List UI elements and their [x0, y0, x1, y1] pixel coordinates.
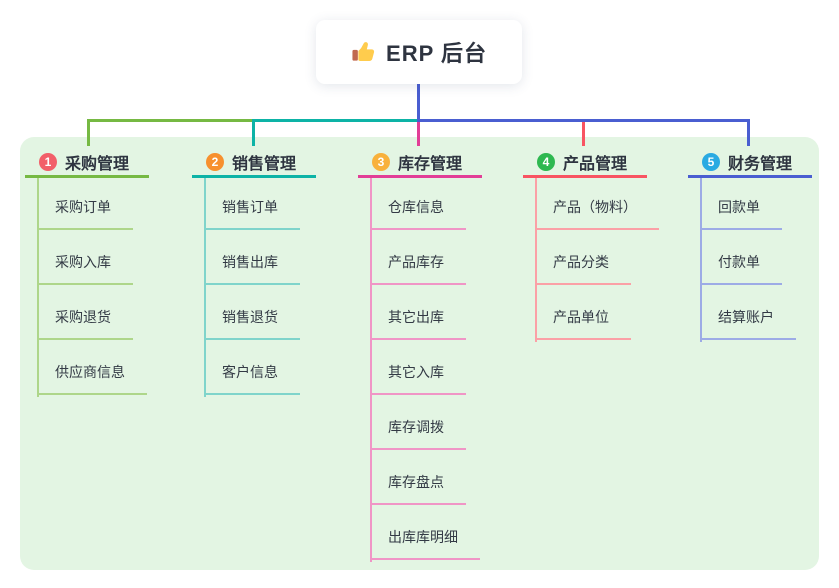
branch-node-2[interactable]: 2 销售管理: [206, 150, 296, 174]
branch-3-stub-line: [417, 122, 420, 146]
child-node[interactable]: 销售退货: [204, 306, 300, 340]
child-node[interactable]: 其它入库: [370, 361, 466, 395]
branch-3-number-badge: 3: [372, 153, 390, 171]
branch-4-rail-line: [535, 178, 537, 342]
child-node[interactable]: 产品（物料）: [535, 196, 659, 230]
child-node[interactable]: 产品分类: [535, 251, 631, 285]
root-node[interactable]: ERP 后台: [316, 20, 522, 84]
branch-5-stub-line: [747, 122, 750, 146]
branch-5-label: 财务管理: [728, 156, 793, 173]
branch-node-4[interactable]: 4 产品管理: [537, 150, 627, 174]
branch-5-underline: [688, 175, 812, 178]
branch-5-number-badge: 5: [702, 153, 720, 171]
branch-node-3[interactable]: 3 库存管理: [372, 150, 462, 174]
branch-1-underline: [25, 175, 149, 178]
branch-4-number-badge: 4: [537, 153, 555, 171]
branch-1-label: 采购管理: [65, 156, 130, 173]
branch-2-label: 销售管理: [232, 156, 297, 173]
branch-2-connector-line: [252, 119, 420, 122]
child-node[interactable]: 采购退货: [37, 306, 133, 340]
branch-3-rail-line: [370, 178, 372, 562]
branch-4-underline: [523, 175, 647, 178]
branch-4-stub-line: [582, 122, 585, 146]
branch-2-underline: [192, 175, 316, 178]
branch-node-5[interactable]: 5 财务管理: [702, 150, 792, 174]
child-node[interactable]: 回款单: [700, 196, 782, 230]
branch-3-underline: [358, 175, 482, 178]
child-node[interactable]: 结算账户: [700, 306, 796, 340]
branch-3-label: 库存管理: [398, 156, 463, 173]
branch-node-1[interactable]: 1 采购管理: [39, 150, 129, 174]
child-node[interactable]: 供应商信息: [37, 361, 147, 395]
branch-2-stub-line: [252, 122, 255, 146]
branch-2-number-badge: 2: [206, 153, 224, 171]
child-node[interactable]: 采购订单: [37, 196, 133, 230]
branch-4-label: 产品管理: [563, 156, 628, 173]
root-title: ERP 后台: [386, 41, 487, 66]
branch-1-number-badge: 1: [39, 153, 57, 171]
child-node[interactable]: 仓库信息: [370, 196, 466, 230]
child-node[interactable]: 采购入库: [37, 251, 133, 285]
root-connector-line: [417, 84, 420, 122]
child-node[interactable]: 其它出库: [370, 306, 466, 340]
thumbs-up-icon: [351, 39, 377, 65]
child-node[interactable]: 库存调拨: [370, 416, 466, 450]
branch-1-rail-line: [37, 178, 39, 397]
child-node[interactable]: 库存盘点: [370, 471, 466, 505]
branch-5-rail-line: [700, 178, 702, 342]
child-node[interactable]: 付款单: [700, 251, 782, 285]
child-node[interactable]: 产品库存: [370, 251, 466, 285]
child-node[interactable]: 产品单位: [535, 306, 631, 340]
branch-1-stub-line: [87, 122, 90, 146]
child-node[interactable]: 销售出库: [204, 251, 300, 285]
branches-panel: [20, 137, 819, 570]
branch-5-connector-line: [417, 119, 750, 122]
child-node[interactable]: 销售订单: [204, 196, 300, 230]
child-node[interactable]: 客户信息: [204, 361, 300, 395]
child-node[interactable]: 出库库明细: [370, 526, 480, 560]
branch-2-rail-line: [204, 178, 206, 397]
